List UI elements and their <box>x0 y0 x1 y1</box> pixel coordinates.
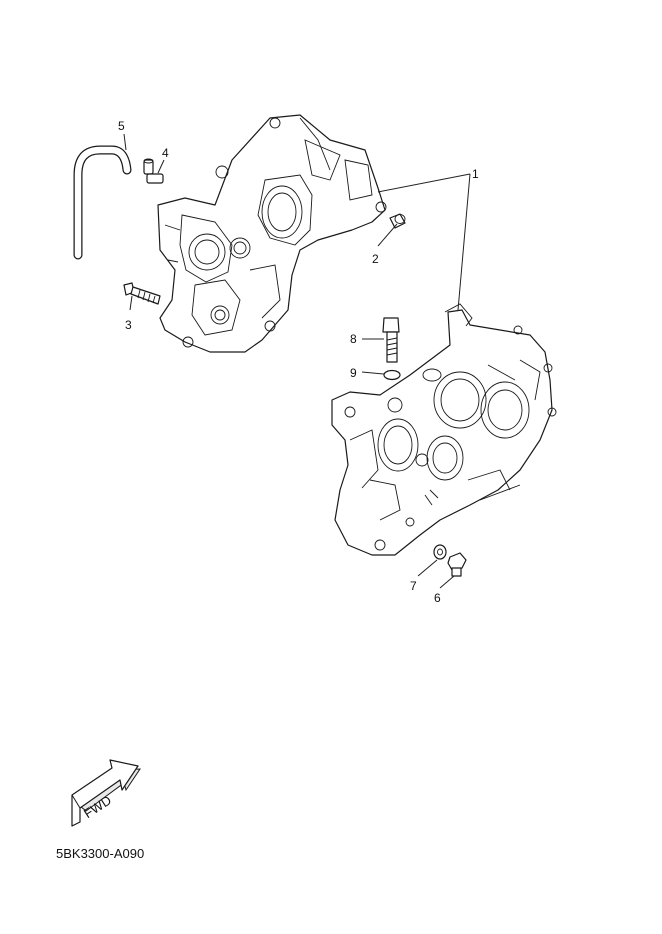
hose-part <box>73 145 132 260</box>
callout-5: 5 <box>118 119 125 133</box>
left-crankcase-half <box>157 114 387 353</box>
callout-3: 3 <box>125 318 132 332</box>
fwd-arrow-icon: FWD <box>71 759 141 827</box>
gasket-part <box>433 544 447 560</box>
leader-lines <box>123 133 471 589</box>
callout-2: 2 <box>372 252 379 266</box>
dowel-pin-part <box>389 213 406 229</box>
drain-plug-part <box>447 552 467 577</box>
diagram-code: 5BK3300-A090 <box>56 846 145 861</box>
callout-8: 8 <box>350 332 357 346</box>
right-bolt-part <box>382 317 400 363</box>
right-crankcase-half <box>331 303 557 556</box>
o-ring-part <box>383 369 401 381</box>
callout-7: 7 <box>410 579 417 593</box>
hose-fitting-part <box>143 158 164 184</box>
callout-1: 1 <box>472 167 479 181</box>
left-bolt-part <box>123 282 161 305</box>
callout-6: 6 <box>434 591 441 605</box>
callout-4: 4 <box>162 146 169 160</box>
callout-9: 9 <box>350 366 357 380</box>
